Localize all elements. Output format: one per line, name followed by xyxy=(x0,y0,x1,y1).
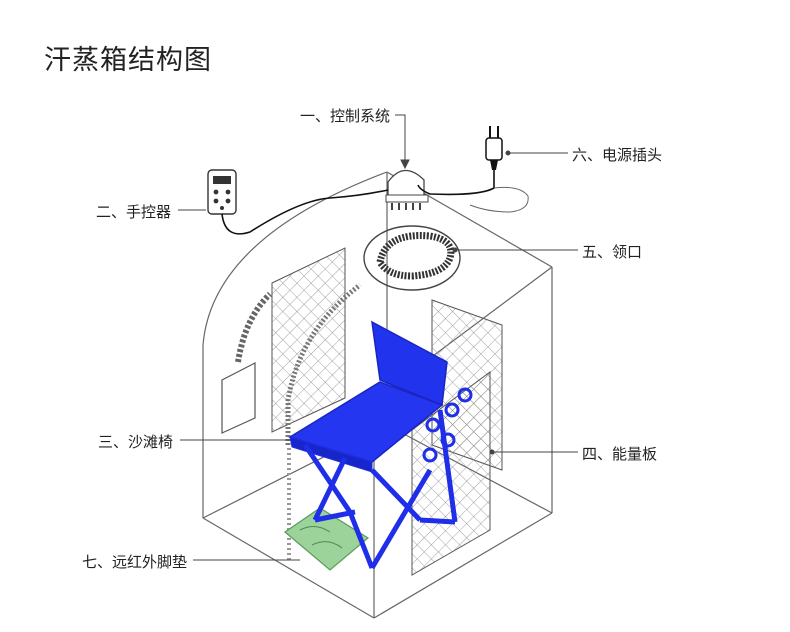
label-collar: 五、领口 xyxy=(582,243,643,261)
label-foot-pad: 七、远红外脚垫 xyxy=(82,553,188,571)
hand-controller-icon xyxy=(207,169,237,215)
control-unit-icon xyxy=(385,169,429,210)
label-power-plug: 六、电源插头 xyxy=(572,146,663,164)
leader-lines xyxy=(178,114,578,561)
beach-chair-icon xyxy=(288,320,473,570)
collar-icon xyxy=(363,225,461,291)
power-plug-icon xyxy=(485,126,503,170)
diagram-title: 汗蒸箱结构图 xyxy=(44,45,212,76)
label-control-system: 一、控制系统 xyxy=(300,107,391,125)
controller-cable xyxy=(221,189,389,235)
zipper-strip xyxy=(285,283,362,445)
foot-pad-icon xyxy=(284,507,370,571)
label-beach-chair: 三、沙滩椅 xyxy=(98,433,174,451)
label-hand-controller: 二、手控器 xyxy=(96,203,172,221)
power-cable-tail xyxy=(469,186,529,213)
label-energy-board: 四、能量板 xyxy=(582,445,658,463)
power-cable xyxy=(417,170,495,196)
side-window xyxy=(221,362,256,434)
zipper-strip-left xyxy=(235,291,273,363)
